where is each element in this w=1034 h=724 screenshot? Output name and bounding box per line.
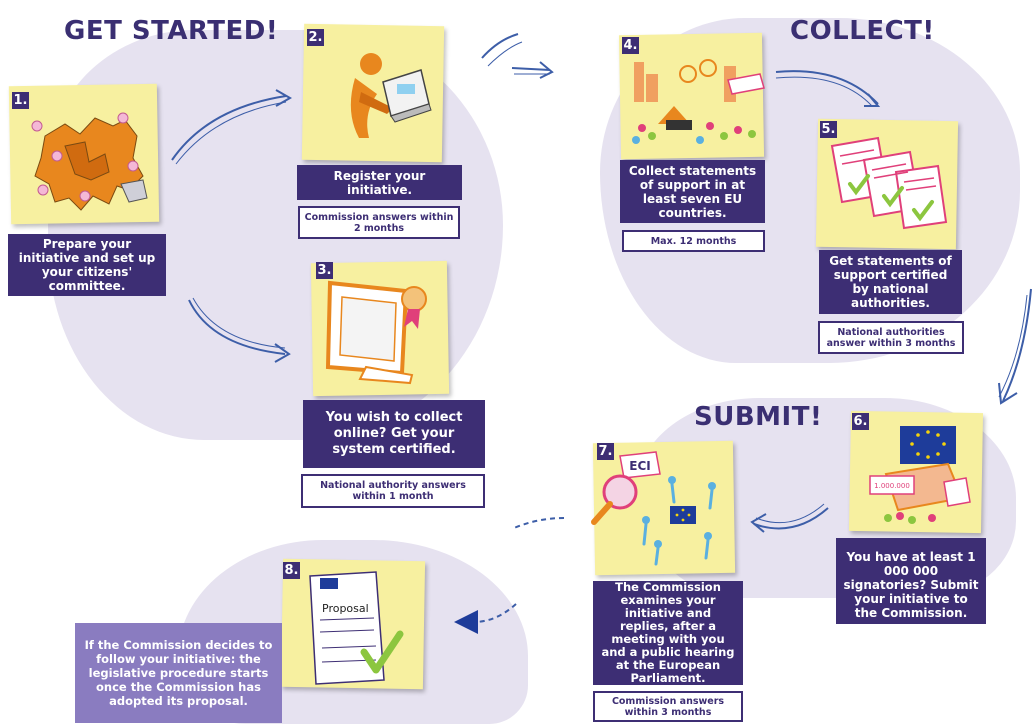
certified-documents-icon [830,136,948,230]
step-3-caption: You wish to collect online? Get your sys… [303,400,485,468]
step-1-caption: Prepare your initiative and set up your … [8,234,166,296]
step-8-number: 8. [283,562,300,579]
arrow-2-to-4 [481,33,554,79]
step-6-caption-part1: You have at least [846,550,964,564]
step-6-caption-part2: signatories? Submit your initiative to t… [843,578,979,620]
person-laptop-icon [350,53,432,138]
arrow-7-to-left-dashed [513,517,565,529]
step-7-timing: Commission answers within 3 months [593,691,743,722]
step-4-timing: Max. 12 months [622,230,765,252]
step-8-caption: If the Commission decides to follow your… [75,623,282,723]
heading-collect: COLLECT! [790,16,935,46]
magnifier-eci-icon: ECI [591,451,716,566]
computer-screen-icon [325,280,427,385]
step-6-caption-bold: 1 000 000 [883,550,976,578]
arrow-6-to-7 [750,503,829,533]
step-2-number: 2. [307,29,324,46]
step-5-timing: National authorities answer within 3 mon… [818,321,964,354]
arrow-5-to-6 [998,288,1032,405]
step-2-caption: Register your initiative. [297,165,462,200]
heading-get-started: GET STARTED! [64,16,279,46]
step-8-doc-label: Proposal [322,602,369,615]
arrow-1-to-3 [188,297,291,363]
arrow-4-to-5 [775,70,881,107]
step-5-caption: Get statements of support certified by n… [819,250,962,314]
step-7-number: 7. [597,443,614,460]
step-6-caption: You have at least 1 000 000 signatories?… [836,538,986,624]
heading-submit: SUBMIT! [694,402,823,432]
step-3-timing: National authority answers within 1 mont… [301,474,485,508]
step-4-number: 4. [622,37,639,54]
europe-map-icon [31,112,148,211]
step-5-number: 5. [820,121,837,138]
proposal-document-icon: Proposal [309,571,404,685]
eu-flag-box-icon: 1.000.000 [869,426,971,524]
arrow-1-to-2 [171,89,293,165]
arrow-7-to-8-dashed [454,603,517,634]
step-6-number: 6. [852,413,869,430]
step-3-number: 3. [316,262,333,279]
step-2-timing: Commission answers within 2 months [298,206,460,239]
step-7-caption: The Commission examines your initiative … [593,581,743,685]
step-6-box-label: 1.000.000 [874,482,910,490]
step-4-caption: Collect statements of support in at leas… [620,160,765,223]
step-7-sign: ECI [629,459,650,473]
step-1-number: 1. [12,92,29,109]
city-crowd-icon [632,59,765,144]
